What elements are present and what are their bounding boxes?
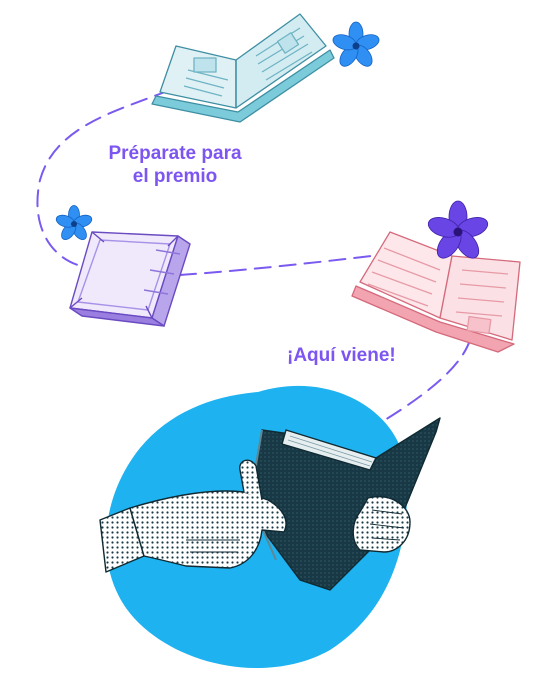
flower-blue-icon — [332, 21, 380, 67]
closed-book-purple — [69, 231, 191, 327]
hands-holding-book — [99, 417, 441, 591]
caption-coming: ¡Aquí viene! — [287, 345, 396, 366]
open-book-pink — [351, 231, 521, 353]
flower-blue-small-icon — [55, 205, 93, 241]
caption-prepare-line-2: el premio — [132, 166, 218, 187]
caption-prepare: Préparate para el premio — [80, 142, 270, 188]
flower-purple-icon — [427, 200, 489, 259]
caption-prepare-line-1: Préparate para — [108, 143, 242, 164]
open-book-teal — [151, 13, 335, 123]
